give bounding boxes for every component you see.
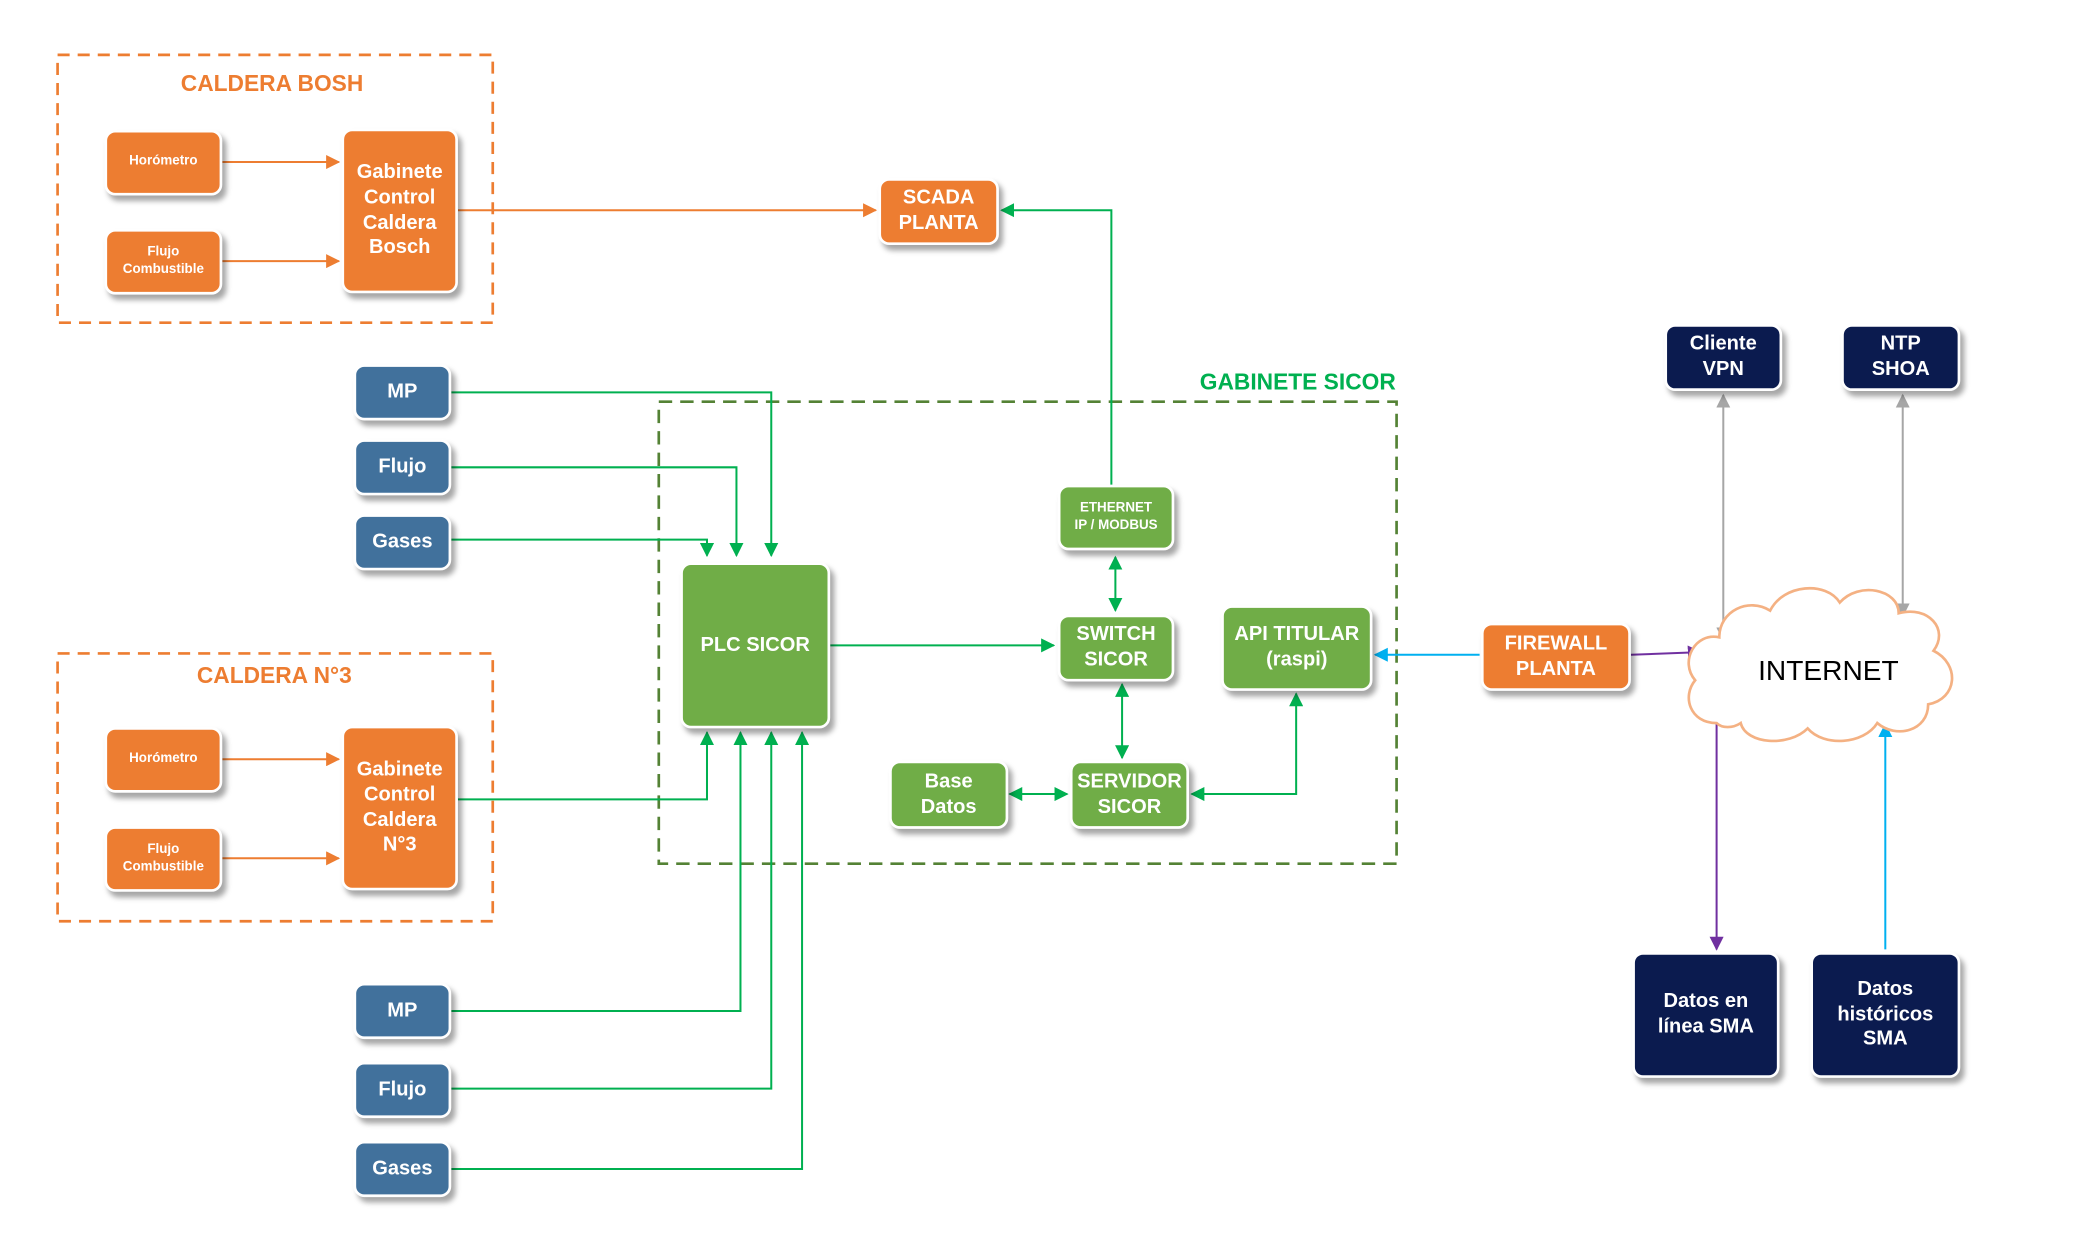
node-datos-en-linea-sma: Datos en línea SMA: [1632, 952, 1780, 1078]
group-title-caldera-n3: CALDERA N°3: [196, 662, 352, 689]
node-horometro-n3: Horómetro: [104, 727, 223, 793]
group-title-gabinete-sicor: GABINETE SICOR: [1199, 369, 1396, 396]
arrow-firewall-internet: [1630, 645, 1702, 660]
node-horometro-bosch: Horómetro: [104, 129, 223, 196]
node-scada-planta: SCADA PLANTA: [878, 178, 999, 246]
node-ntp-shoa: NTP SHOA: [1841, 324, 1961, 391]
group-frame-caldera-bosh: [56, 53, 495, 325]
group-title-caldera-bosh: CALDERA BOSH: [180, 70, 364, 97]
node-flujo-combustible-n3: Flujo Combustible: [104, 826, 223, 892]
node-datos-historicos-sma: Datos históricos SMA: [1810, 952, 1961, 1078]
node-flujo-top: Flujo: [353, 439, 452, 496]
node-flujo-bottom: Flujo: [353, 1061, 452, 1119]
group-frame-gabinete-sicor: [657, 400, 1398, 865]
arrow-flujo-top-plc: [451, 466, 744, 558]
node-api-titular: API TITULAR (raspi): [1221, 605, 1373, 691]
arrow-flujo-bottom-plc: [451, 731, 779, 1090]
node-gases-bottom: Gases: [353, 1140, 452, 1198]
node-servidor-sicor: SERVIDOR SICOR: [1069, 760, 1190, 829]
arrow-n3-plc: [457, 731, 715, 801]
arrow-servidor-api: [1190, 692, 1304, 802]
node-base-datos: Base Datos: [889, 760, 1009, 829]
node-gases-top: Gases: [353, 514, 452, 571]
node-gabinete-control-bosch: Gabinete Control Caldera Bosch: [341, 128, 458, 294]
arrow-mp-top-plc: [451, 391, 779, 558]
arrow-mp-bottom-plc: [451, 731, 748, 1012]
node-mp-bottom: MP: [353, 982, 452, 1040]
group-frame-caldera-n3: [56, 652, 495, 923]
node-firewall-planta: FIREWALL PLANTA: [1480, 622, 1631, 691]
node-switch-sicor: SWITCH SICOR: [1057, 614, 1175, 682]
internet-cloud-icon: [1687, 587, 1954, 743]
node-flujo-combustible-bosch: Flujo Combustible: [104, 228, 223, 295]
node-plc-sicor: PLC SICOR: [680, 562, 831, 729]
arrow-gases-bottom-plc: [451, 731, 810, 1170]
node-mp-top: MP: [353, 364, 452, 421]
internet-label: INTERNET: [1758, 656, 1899, 687]
arrow-gases-top-plc: [451, 538, 715, 558]
node-cliente-vpn: Cliente VPN: [1664, 324, 1783, 391]
arrow-ethernet-scada: [1000, 203, 1113, 485]
node-gabinete-control-n3: Gabinete Control Caldera N°3: [341, 725, 458, 891]
node-ethernet-ip-modbus: ETHERNET IP / MODBUS: [1057, 484, 1175, 551]
